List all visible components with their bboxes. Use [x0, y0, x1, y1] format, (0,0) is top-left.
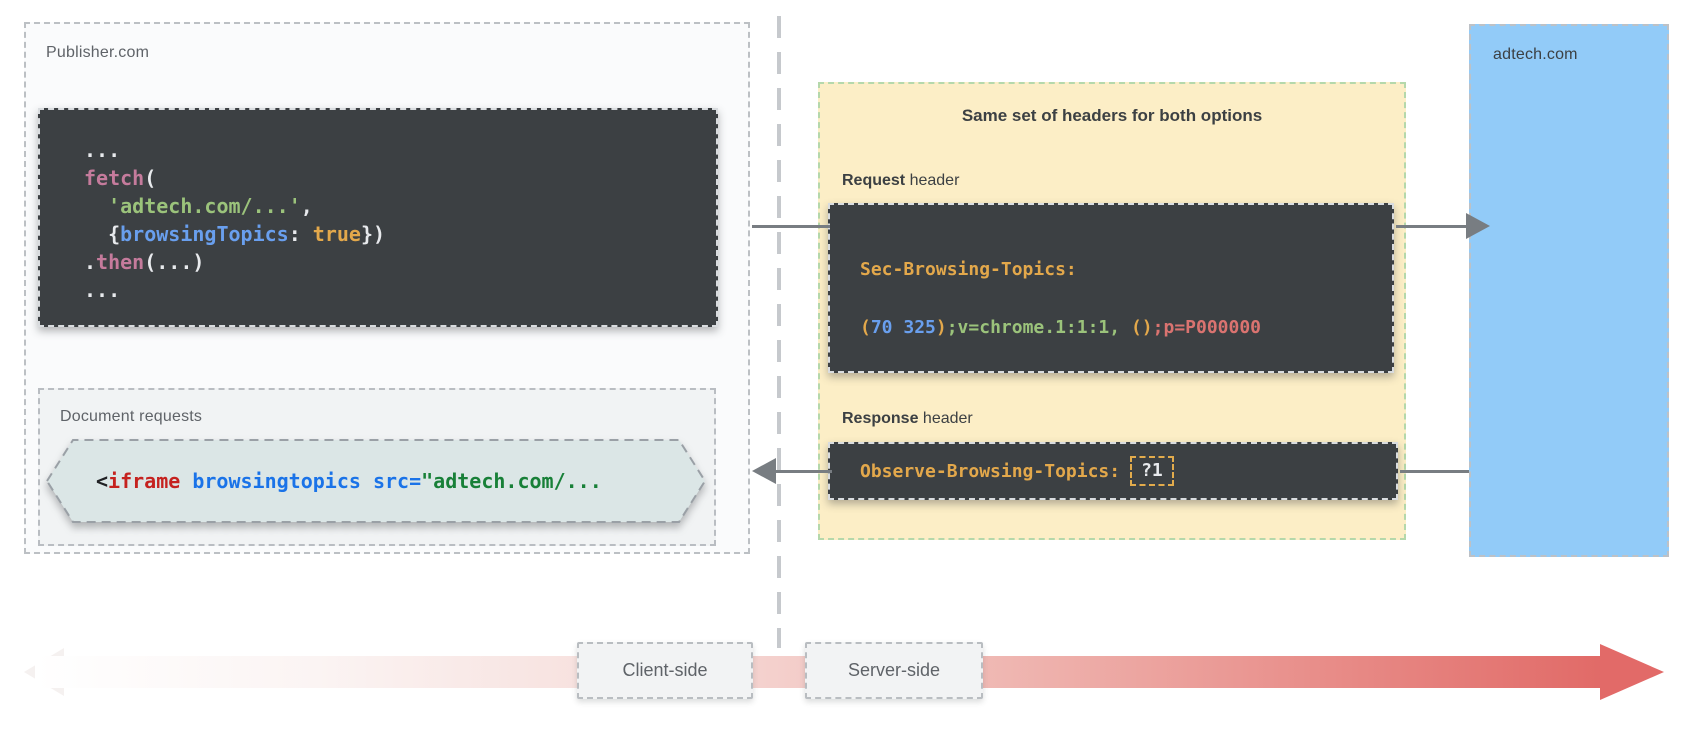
- document-requests-label: Document requests: [60, 408, 203, 425]
- request-header-label: Request header: [842, 172, 959, 190]
- request-to-adtech-arrowhead-icon: [1466, 213, 1490, 239]
- adtech-zone: adtech.com: [1469, 24, 1669, 557]
- server-side-label: Server-side: [847, 660, 941, 680]
- iframe-code-hexagon: <iframe browsingtopics src="adtech.com/.…: [45, 438, 707, 524]
- request-header-label-strong: Request: [842, 172, 906, 189]
- response-header-label: Response header: [842, 410, 973, 428]
- request-header-value: (70 325);v=chrome.1:1:1, ();p=P000000: [860, 317, 1262, 338]
- headers-panel-title: Same set of headers for both options: [961, 106, 1263, 125]
- client-side-tag: Client-side: [577, 642, 753, 699]
- fetch-code: ...fetch( 'adtech.com/...', {browsingTop…: [84, 138, 386, 302]
- adtech-to-response-line: [1400, 470, 1469, 473]
- publisher-to-request-line: [752, 225, 830, 228]
- fetch-code-block: ...fetch( 'adtech.com/...', {browsingTop…: [38, 108, 718, 327]
- response-header-name: Observe-Browsing-Topics:: [860, 460, 1121, 482]
- response-to-publisher-arrowhead-icon: [752, 458, 776, 484]
- timeline-right-arrowhead-icon: [1600, 644, 1664, 700]
- iframe-code: <iframe browsingtopics src="adtech.com/.…: [96, 469, 602, 493]
- publisher-label: Publisher.com: [46, 44, 150, 61]
- request-header-name: Sec-Browsing-Topics:: [860, 259, 1077, 280]
- publisher-zone: Publisher.com ...fetch( 'adtech.com/...'…: [24, 22, 750, 554]
- adtech-label: adtech.com: [1493, 46, 1578, 63]
- client-server-divider: [777, 16, 781, 648]
- request-to-adtech-line: [1396, 225, 1468, 228]
- request-header-code-block: Sec-Browsing-Topics: (70 325);v=chrome.1…: [828, 203, 1394, 373]
- response-to-publisher-line: [772, 470, 832, 473]
- client-side-label: Client-side: [622, 660, 708, 680]
- response-header-label-strong: Response: [842, 410, 919, 427]
- hexagon-shape: [45, 439, 707, 523]
- server-side-tag: Server-side: [805, 642, 983, 699]
- response-header-label-rest: header: [918, 410, 973, 427]
- document-requests-box: Document requests <iframe browsingtopics…: [38, 388, 716, 546]
- headers-panel: Same set of headers for both options Req…: [818, 82, 1406, 540]
- response-value-badge: ?1: [1130, 456, 1174, 486]
- request-header-label-rest: header: [905, 172, 960, 189]
- response-header-code-block: Observe-Browsing-Topics: ?1: [828, 442, 1398, 500]
